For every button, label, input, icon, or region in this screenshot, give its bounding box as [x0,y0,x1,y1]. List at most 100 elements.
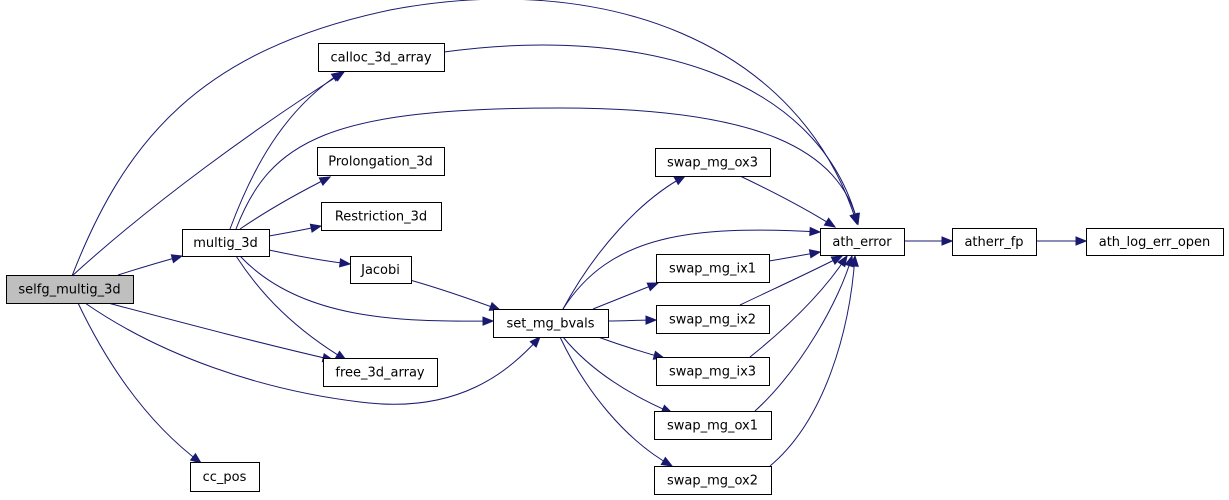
edge-multig_3d-to-set_mg_bvals [239,255,495,326]
node-set-mg-bvals[interactable]: set_mg_bvals [493,309,609,338]
node-box [952,228,1037,256]
node-ath-log-err-open[interactable]: ath_log_err_open [1086,228,1224,256]
node-box [182,229,270,257]
edge-selfg_multig_3d-to-set_mg_bvals [84,302,541,405]
arrowhead-icon [189,452,203,464]
node-restriction-3d[interactable]: Restriction_3d [321,202,442,231]
edge-selfg_multig_3d-to-free_3d_array [107,302,335,363]
node-free-3d-array[interactable]: free_3d_array [323,358,438,387]
edge-line [268,249,351,265]
arrowhead-icon [318,176,332,186]
edges-layer [71,0,1088,467]
edge-line [562,175,686,310]
edge-line [235,107,859,230]
node-swap-mg-ox1[interactable]: swap_mg_ox1 [654,411,772,440]
edge-line [754,255,853,412]
node-atherr-fp[interactable]: atherr_fp [952,228,1037,256]
node-swap-mg-ox2[interactable]: swap_mg_ox2 [654,466,772,495]
node-box [190,462,260,492]
node-cc-pos[interactable]: cc_pos [190,462,260,492]
arrowhead-icon [830,255,844,266]
arrowhead-icon [170,254,184,264]
node-label: free_3d_array [335,366,425,381]
node-swap-mg-ox3[interactable]: swap_mg_ox3 [655,148,771,177]
node-label: Restriction_3d [335,210,427,225]
edge-line [239,176,331,230]
node-label: multig_3d [193,236,258,251]
arrowhead-icon [339,258,352,268]
node-calloc-3d-array[interactable]: calloc_3d_array [318,43,445,72]
edge-line [559,336,673,467]
node-box [656,357,770,386]
node-box [317,147,445,176]
arrowhead-icon [645,315,658,325]
node-ath-error[interactable]: ath_error [820,228,905,256]
edge-calloc_3d_array-to-ath_error [443,44,860,226]
edge-selfg_multig_3d-to-cc_pos [77,302,203,464]
node-label: swap_mg_ix3 [669,365,756,380]
edge-atherr_fp-to-ath_log_err_open [1036,236,1088,246]
node-box [323,358,438,387]
edge-swap_mg_ix1-to-ath_error [768,249,822,262]
node-box [654,466,772,495]
edge-selfg_multig_3d-to-multig_3d [117,254,184,276]
node-label: swap_mg_ox1 [667,419,758,434]
node-box [1086,228,1224,256]
arrowhead-icon [941,236,954,246]
edge-multig_3d-to-ath_error [235,107,860,230]
arrowhead-icon [660,456,674,467]
arrowhead-icon [1075,236,1088,246]
node-swap-mg-ix3[interactable]: swap_mg_ix3 [656,357,770,386]
arrowhead-icon [309,223,323,233]
edge-Jacobi-to-set_mg_bvals [409,279,502,311]
node-label: ath_error [832,235,892,250]
edge-swap_mg_ox2-to-ath_error [769,254,859,467]
arrowhead-icon [529,336,541,348]
node-label: swap_mg_ox2 [667,474,758,489]
arrowhead-icon [823,217,837,228]
node-selfg-multig-3d[interactable]: selfg_multig_3d [6,275,134,304]
edge-set_mg_bvals-to-swap_mg_ix1 [592,282,660,310]
edge-line [749,255,848,358]
edge-line [84,302,541,405]
node-label: set_mg_bvals [506,317,594,332]
node-label: Jacobi [360,263,400,278]
nodes-layer: selfg_multig_3d calloc_3d_array ath_errorc… [6,43,1224,495]
edge-multig_3d-to-Jacobi [268,249,352,268]
node-swap-mg-ix2[interactable]: swap_mg_ix2 [656,305,770,334]
arrowhead-icon [482,316,495,326]
edge-set_mg_bvals-to-swap_mg_ox1 [562,336,674,414]
edge-set_mg_bvals-to-swap_mg_ox3 [562,175,687,310]
edge-line [562,336,673,414]
edge-line [229,71,343,230]
edge-line [739,175,836,228]
edge-line [562,229,821,310]
node-prolongation-3d[interactable]: Prolongation_3d [317,147,445,176]
node-label: swap_mg_ix2 [669,313,756,328]
node-box [655,148,771,177]
node-box [6,275,134,304]
node-label: selfg_multig_3d [18,283,120,298]
node-label: cc_pos [203,470,247,485]
node-label: swap_mg_ox3 [667,156,758,171]
edge-line [71,0,858,277]
node-box [654,411,772,440]
node-jacobi[interactable]: Jacobi [350,256,412,284]
edge-line [107,302,334,361]
node-box [318,43,445,72]
edge-line [592,282,659,310]
node-label: atherr_fp [964,235,1023,250]
edge-line [443,44,859,225]
node-swap-mg-ix1[interactable]: swap_mg_ix1 [656,254,770,283]
edge-line [769,255,856,467]
edge-multig_3d-to-calloc_3d_array [229,71,344,230]
node-box [493,309,609,338]
node-multig-3d[interactable]: multig_3d [182,229,270,257]
edge-swap_mg_ix3-to-ath_error [749,254,848,358]
arrowhead-icon [646,282,660,292]
edge-ath_error-to-atherr_fp [904,236,954,246]
node-label: ath_log_err_open [1099,235,1211,250]
edge-multig_3d-to-Restriction_3d [268,223,323,237]
edge-line [71,71,345,277]
